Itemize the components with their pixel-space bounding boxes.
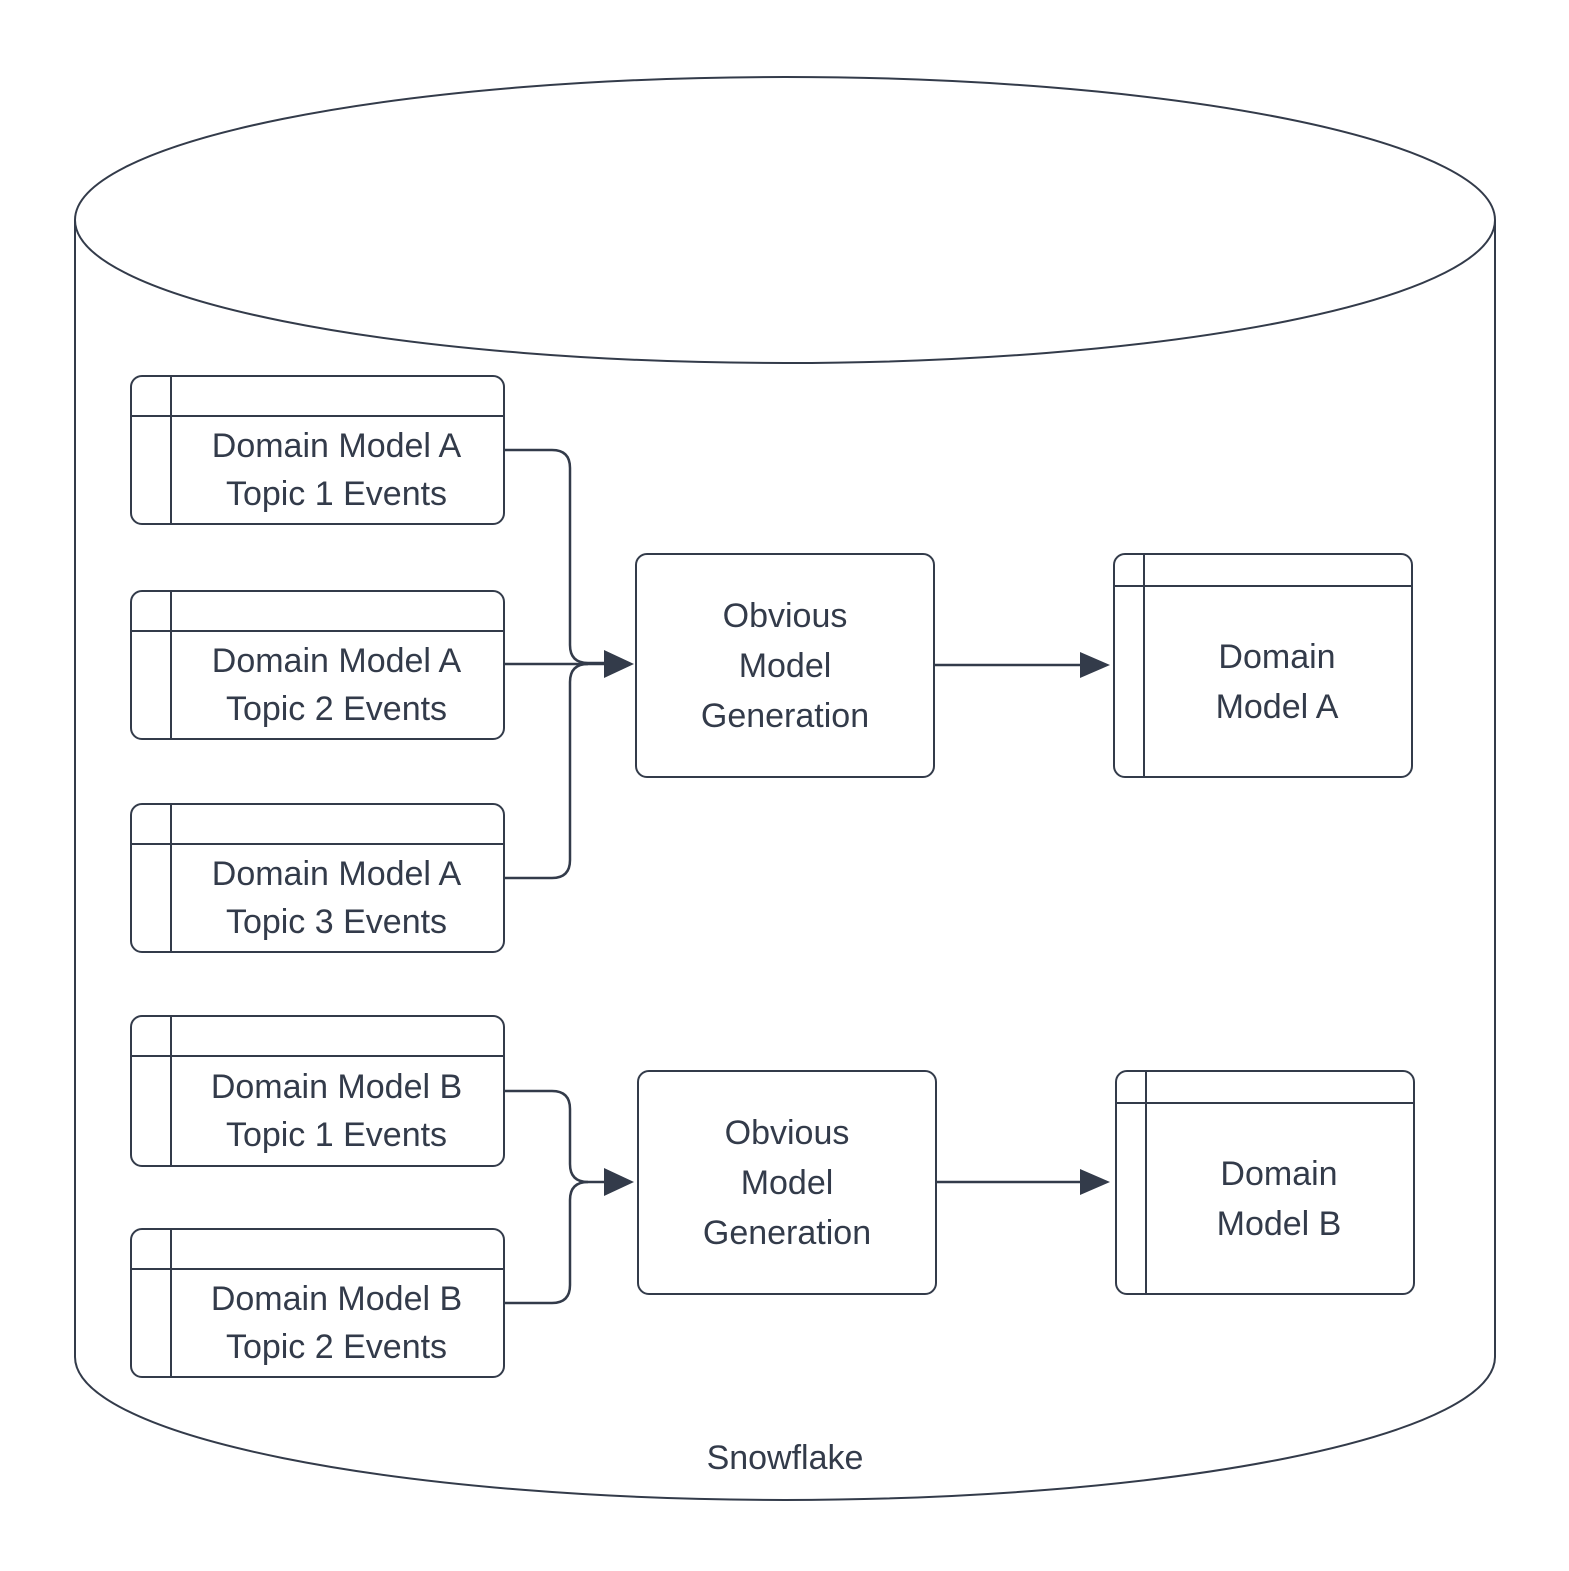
process-label-line2: Model <box>738 646 832 685</box>
table-header-line <box>132 843 503 845</box>
table-label-line1: Domain Model A <box>211 427 462 465</box>
table-label-line1: Domain Model B <box>210 1068 463 1106</box>
table-label-line2: Topic 2 Events <box>225 1328 448 1366</box>
table-left-column-line <box>1145 1072 1147 1293</box>
table-label-line1: Domain Model A <box>211 855 462 893</box>
table-left-column-line <box>170 1017 172 1165</box>
table-label-line2: Model B <box>1216 1204 1342 1243</box>
connector-b-topic1 <box>505 1089 604 1184</box>
arrowhead-into-output-a <box>1080 652 1110 678</box>
table-label-line1: Domain Model B <box>210 1280 463 1318</box>
table-left-column-line <box>1143 555 1145 776</box>
table-label-line1: Domain <box>1218 637 1336 676</box>
table-label: Domain Model B Topic 1 Events <box>170 1057 503 1165</box>
table-label: Domain Model A Topic 3 Events <box>170 845 503 951</box>
table-label: Domain Model A <box>1143 587 1411 776</box>
table-label-line2: Model A <box>1215 687 1339 726</box>
table-left-column-line <box>170 377 172 523</box>
table-left-column-line <box>170 592 172 738</box>
table-node-domain-a-topic2: Domain Model A Topic 2 Events <box>130 590 505 740</box>
table-label-line1: Domain <box>1220 1154 1338 1193</box>
table-header-line <box>1117 1102 1413 1104</box>
connector-a-topic1 <box>505 448 604 665</box>
table-header-line <box>132 1055 503 1057</box>
cylinder-bottom-arc <box>74 1356 1496 1501</box>
table-left-column-line <box>170 1230 172 1376</box>
connector-a-topic3 <box>505 662 589 880</box>
arrowhead-into-output-b <box>1080 1169 1110 1195</box>
cylinder-label-snowflake: Snowflake <box>706 1439 864 1477</box>
connector-b-topic2 <box>505 1180 589 1305</box>
table-label-line1: Domain Model A <box>211 642 462 680</box>
process-label-line1: Obvious <box>724 1113 850 1152</box>
table-node-domain-b-topic1: Domain Model B Topic 1 Events <box>130 1015 505 1167</box>
process-node-model-generation-a: Obvious Model Generation <box>635 553 935 778</box>
arrowhead-into-process-b <box>604 1168 634 1196</box>
table-left-column-line <box>170 805 172 951</box>
table-node-output-domain-model-a: Domain Model A <box>1113 553 1413 778</box>
table-header-line <box>132 630 503 632</box>
arrowhead-into-process-a <box>604 650 634 678</box>
table-node-domain-b-topic2: Domain Model B Topic 2 Events <box>130 1228 505 1378</box>
table-node-domain-a-topic1: Domain Model A Topic 1 Events <box>130 375 505 525</box>
table-label: Domain Model A Topic 2 Events <box>170 632 503 738</box>
process-label-line2: Model <box>740 1163 834 1202</box>
table-label-line2: Topic 3 Events <box>225 903 448 941</box>
table-label-line2: Topic 1 Events <box>225 1116 448 1154</box>
table-node-domain-a-topic3: Domain Model A Topic 3 Events <box>130 803 505 953</box>
process-node-model-generation-b: Obvious Model Generation <box>637 1070 937 1295</box>
process-label-line1: Obvious <box>722 596 848 635</box>
table-label-line2: Topic 1 Events <box>225 475 448 513</box>
table-header-line <box>132 415 503 417</box>
table-label: Domain Model A Topic 1 Events <box>170 417 503 523</box>
table-label-line2: Topic 2 Events <box>225 690 448 728</box>
cylinder-top-ellipse <box>74 76 1496 364</box>
process-label-line3: Generation <box>700 696 870 735</box>
table-header-line <box>1115 585 1411 587</box>
process-label-line3: Generation <box>702 1213 872 1252</box>
table-label: Domain Model B <box>1145 1104 1413 1293</box>
table-node-output-domain-model-b: Domain Model B <box>1115 1070 1415 1295</box>
table-label: Domain Model B Topic 2 Events <box>170 1270 503 1376</box>
table-header-line <box>132 1268 503 1270</box>
